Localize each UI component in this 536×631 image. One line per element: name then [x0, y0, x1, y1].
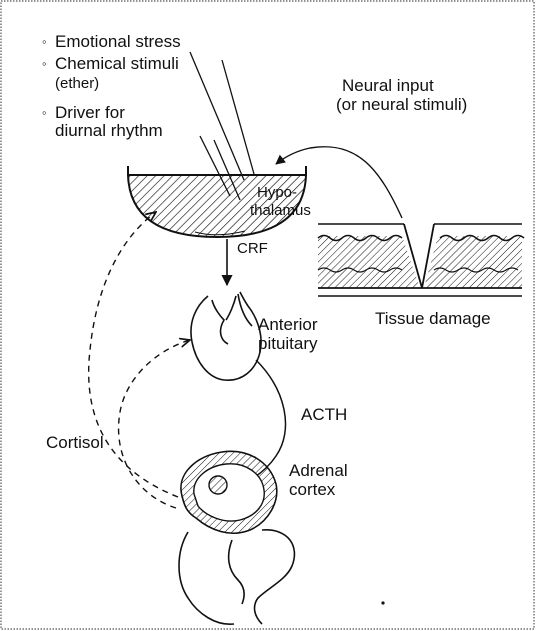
hypothalamus-label-line1: Hypo- [257, 184, 297, 202]
chemical-stimuli-note: (ether) [55, 75, 99, 93]
crf-label: CRF [237, 240, 268, 258]
neural-input-label-line2: (or neural stimuli) [336, 96, 467, 114]
chemical-stimuli-label: Chemical stimuli [55, 55, 179, 73]
diurnal-rhythm-label-line1: Driver for [55, 104, 125, 122]
anterior-pituitary-shape [191, 292, 261, 380]
diurnal-rhythm-label-line2: diurnal rhythm [55, 122, 163, 140]
kidney-shape [179, 530, 294, 624]
cortisol-feedback-hypothalamus [89, 212, 178, 497]
cortisol-feedback-pituitary [119, 340, 190, 508]
tissue-damage-label: Tissue damage [375, 310, 491, 328]
hypothalamus-label-line2: thalamus [250, 202, 311, 220]
adrenal-cortex-label-line2: cortex [289, 481, 335, 499]
neural-input-label-line1: Neural input [342, 77, 434, 95]
anterior-pituitary-label-line1: Anterior [258, 316, 318, 334]
stray-dot [381, 601, 384, 604]
emotional-stress-label: Emotional stress [55, 33, 181, 51]
adrenal-cortex-shape [181, 451, 277, 533]
cortisol-label: Cortisol [46, 434, 104, 452]
acth-label: ACTH [301, 406, 347, 424]
tissue-damage-shape [318, 224, 524, 296]
anterior-pituitary-label-line2: pituitary [258, 335, 318, 353]
adrenal-cortex-label-line1: Adrenal [289, 462, 348, 480]
